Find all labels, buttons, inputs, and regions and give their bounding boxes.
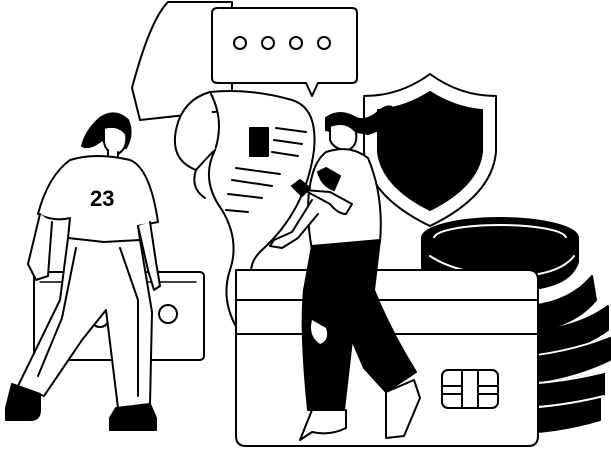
- chat-dot: [317, 36, 331, 50]
- chat-dot: [261, 36, 275, 50]
- woman-jersey-figure: 23: [5, 112, 161, 431]
- chat-dot: [289, 36, 303, 50]
- card-chip-icon: [441, 369, 499, 409]
- chat-dot: [233, 36, 247, 50]
- shield-icon: [363, 73, 497, 227]
- woman-phone-figure: [269, 105, 421, 441]
- jersey-number: 23: [90, 186, 114, 211]
- chat-bubble-icon: [211, 7, 358, 97]
